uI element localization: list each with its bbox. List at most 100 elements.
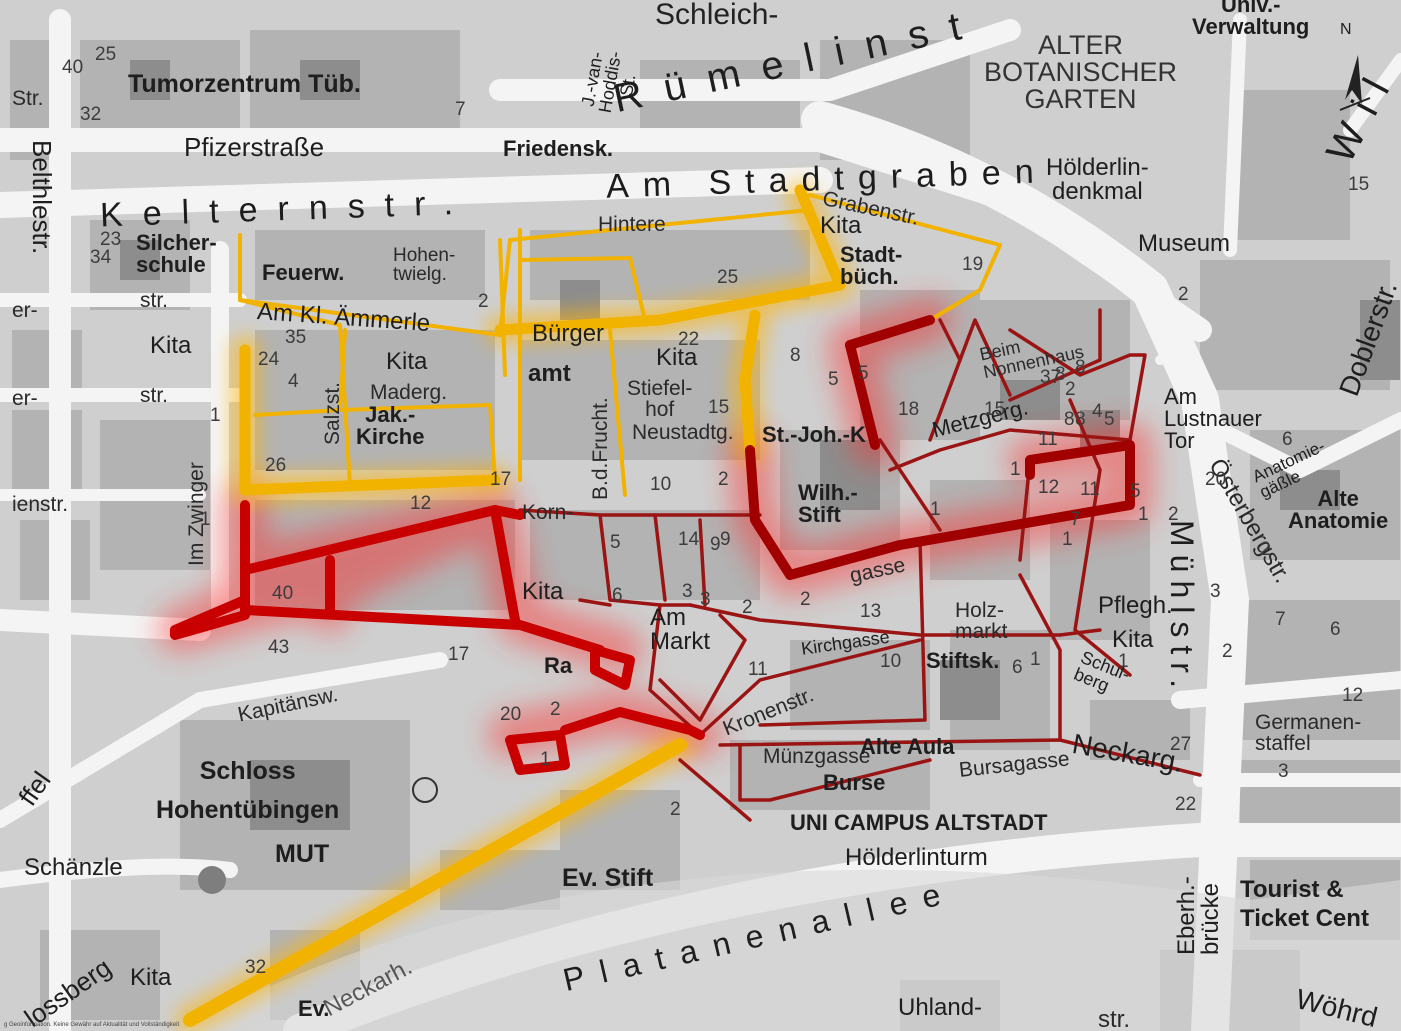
place-alte-anatomie: Alte Anatomie (1288, 486, 1389, 533)
house-number: 5 (828, 369, 839, 390)
house-number: 1 (210, 405, 221, 426)
house-number: 17 (448, 644, 470, 665)
street-label-str-1: Str. (12, 87, 44, 110)
house-number: 32 (80, 104, 102, 125)
house-number: 1 (930, 499, 941, 520)
house-number: 11 (748, 659, 768, 680)
house-number: 7 (1275, 609, 1286, 630)
house-number: 1 (1030, 649, 1041, 670)
house-number: 2 (1065, 379, 1076, 400)
place-pflegh: Pflegh. (1098, 592, 1173, 619)
house-number: 25 (717, 267, 739, 288)
house-number: 12 (1342, 685, 1364, 706)
street-label-stiefelhof: Stiefel- hof (627, 377, 693, 421)
street-label-ienstr: ienstr. (12, 493, 69, 516)
place-amt: amt (528, 360, 571, 387)
place-hoelderlinturm: Hölderlinturm (845, 844, 988, 871)
house-number: 37 (1040, 367, 1062, 388)
street-label-hohentwielg: Hohen- twielg. (393, 245, 456, 285)
place-kita-3: Kita (656, 344, 698, 371)
place-hoelderlindenkmal: Hölderlin- denkmal (1046, 154, 1149, 205)
house-number: 13 (860, 601, 882, 622)
house-number: 25 (95, 44, 117, 65)
house-number: 8 (1064, 409, 1075, 430)
house-number: 22 (1175, 794, 1197, 815)
street-label-er-2: er- (12, 387, 38, 410)
house-number: 5 (1130, 481, 1141, 502)
street-label-str-2: str. (140, 289, 169, 312)
place-am-markt: Am Markt (650, 604, 710, 655)
house-number: 15 (1348, 174, 1370, 195)
house-number: 27 (1170, 734, 1192, 755)
house-number: 15 (708, 397, 730, 418)
place-friedensk: Friedensk. (503, 136, 614, 161)
place-kita-2: Kita (386, 348, 428, 375)
compass-north: N (1340, 21, 1352, 38)
street-label-eberhbruecke: Eberh.- brücke (1173, 876, 1224, 955)
house-number: 43 (268, 637, 290, 658)
place-feuerw: Feuerw. (262, 260, 345, 285)
street-label-pfizerstrasse: Pfizerstraße (184, 132, 325, 162)
place-tumorzentrum: Tumorzentrum Tüb. (128, 70, 361, 98)
place-alter-botanischer-garten: ALTER BOTANISCHER GARTEN (984, 30, 1178, 114)
house-number: 3 (1278, 761, 1289, 782)
house-number: 1 (1010, 459, 1021, 480)
house-number: 1 (1138, 504, 1149, 525)
place-stiftsk: Stiftsk. (926, 648, 1000, 673)
place-schaenzle: Schänzle (24, 854, 123, 881)
house-number: 1 (1118, 651, 1129, 672)
house-number: 34 (90, 247, 112, 268)
place-kita-1: Kita (150, 332, 192, 359)
house-number: 8 (1075, 409, 1086, 430)
house-number: 12 (1038, 477, 1060, 498)
place-kita-5: Kita (522, 578, 564, 605)
house-number: 20 (1205, 469, 1227, 490)
house-number: 18 (898, 399, 920, 420)
house-number: 2 (550, 699, 561, 720)
street-label-er-1: er- (12, 299, 38, 322)
house-number: 2 (478, 291, 489, 312)
street-label-str-3: str. (140, 384, 169, 407)
house-number: 10 (650, 474, 672, 495)
house-number: 3 (700, 589, 711, 610)
house-number: 4 (288, 371, 299, 392)
house-number: 2 (800, 589, 811, 610)
place-ev-stift: Ev. Stift (562, 864, 654, 892)
house-number: 26 (265, 455, 287, 476)
map-footer-note: g Geoinformation. Keine Gewähr auf Aktua… (4, 1022, 180, 1028)
house-number: 2 (670, 799, 681, 820)
house-number: 40 (272, 583, 294, 604)
street-label-belthlestr: Belthlestr. (27, 140, 57, 255)
place-mut: MUT (275, 840, 330, 868)
house-number: 11 (1038, 429, 1058, 450)
street-label-germanenstaffel: Germanen- staffel (1255, 711, 1362, 755)
house-number: 5 (858, 363, 869, 384)
place-schloss: Schloss Hohentübingen (156, 757, 340, 824)
house-number: 1 (540, 749, 551, 770)
place-burse: Burse (823, 770, 886, 795)
place-uni-campus: UNI CAMPUS ALTSTADT (790, 810, 1048, 835)
house-number: 15 (984, 399, 1006, 420)
place-uhland: Uhland- (898, 994, 983, 1021)
house-number: 7 (455, 99, 466, 120)
house-number: 23 (100, 229, 122, 250)
house-number: 40 (62, 57, 84, 78)
place-stadtbuech: Stadt- büch. (840, 242, 903, 289)
place-museum: Museum (1138, 230, 1231, 257)
place-wilh-stift: Wilh.- Stift (798, 480, 858, 527)
house-number: 6 (612, 585, 623, 606)
house-number: 8 (1075, 357, 1086, 378)
house-number: 2 (1178, 284, 1189, 305)
street-label-am-lustnauer-tor: Am Lustnauer Tor (1164, 384, 1262, 453)
house-number: 2 (1260, 539, 1271, 560)
house-number: 11 (1080, 479, 1100, 500)
house-number: 22 (678, 329, 700, 350)
street-label-holzmarkt: Holz- markt (955, 599, 1008, 643)
place-ev: Ev. (298, 996, 330, 1021)
house-number: 12 (410, 493, 432, 514)
street-label-b-d-frucht: B.d.Frucht. (589, 397, 612, 500)
street-label-maderg: Maderg. (370, 381, 448, 404)
house-number: 1 (200, 509, 211, 530)
